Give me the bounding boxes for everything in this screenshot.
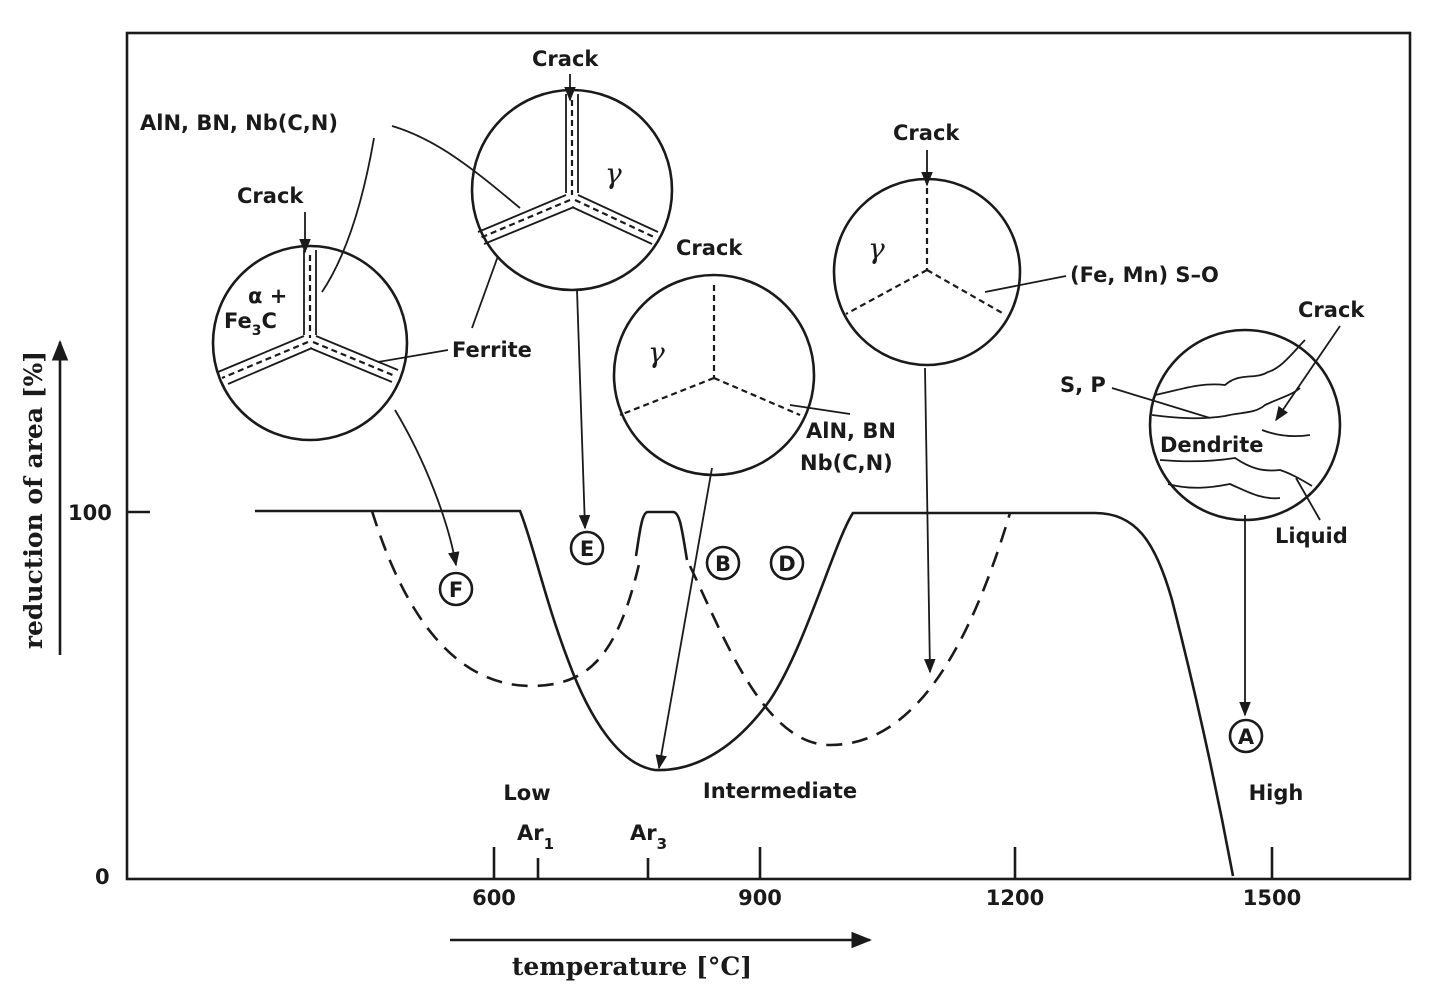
svg-text:γ: γ	[868, 232, 885, 265]
sp-leader	[1111, 387, 1211, 419]
axis-ticks	[127, 510, 1274, 879]
svg-text:Dendrite: Dendrite	[1160, 433, 1264, 457]
zone-b: B	[715, 552, 731, 576]
precipitates-leader-2	[321, 137, 375, 293]
sulfide-label: (Fe, Mn) S–O	[1070, 263, 1219, 287]
x-tick-1200: 1200	[986, 886, 1044, 910]
ferrite-leader-2	[471, 255, 499, 329]
crack-label-3: Crack	[676, 236, 743, 260]
region-low: Low	[503, 781, 550, 805]
sulfide-leader	[984, 275, 1067, 293]
zone-markers: A B D E F	[438, 530, 1264, 754]
sp-label: S, P	[1060, 373, 1106, 397]
zone-d: D	[778, 552, 795, 576]
dashed-trough-d	[688, 512, 1012, 747]
arrow-to-zone-e	[576, 289, 591, 530]
ar3-mark: Ar3	[630, 821, 667, 853]
region-high: High	[1249, 781, 1304, 805]
region-intermediate: Intermediate	[703, 779, 857, 803]
precipitates-leader-3	[789, 404, 851, 415]
zone-e: E	[580, 537, 594, 561]
liquid-leader	[1295, 477, 1321, 521]
microstructure-ferrite-pearlite: α + Fe3C	[211, 244, 409, 442]
precipitates-label-mid-1: AlN, BN	[806, 419, 896, 443]
y-tick-0: 0	[95, 865, 110, 889]
precipitates-label-mid-2: Nb(C,N)	[800, 451, 893, 475]
zone-f: F	[449, 578, 463, 602]
svg-text:γ: γ	[605, 157, 622, 190]
x-tick-900: 900	[738, 886, 782, 910]
microstructure-austenite-precipitates: γ	[612, 273, 816, 477]
svg-text:Fe3C: Fe3C	[224, 309, 277, 339]
svg-text:α +: α +	[248, 284, 287, 308]
ferrite-label: Ferrite	[452, 338, 532, 362]
crack-label-4: Crack	[893, 121, 960, 145]
microstructure-sulfide: γ	[832, 177, 1022, 367]
plot-frame	[125, 31, 1412, 881]
zone-a: A	[1238, 725, 1255, 749]
precipitates-leader-1	[391, 125, 521, 209]
solid-ductility-curve-low	[255, 509, 1235, 877]
solid-curve-peak	[634, 510, 689, 561]
arrow-to-zone-f	[394, 409, 460, 567]
microstructure-film-ferrite: γ	[470, 88, 674, 292]
microstructure-dendrite: Dendrite	[1148, 328, 1342, 522]
precipitates-label-top: AlN, BN, Nb(C,N)	[140, 111, 338, 135]
crack-leader-5	[1275, 325, 1341, 422]
y-axis-label: reduction of area [%]	[19, 351, 48, 649]
liquid-label: Liquid	[1275, 524, 1348, 548]
ferrite-leader-1	[377, 349, 449, 363]
y-tick-100: 100	[68, 501, 112, 525]
arrow-to-trough-d	[924, 367, 936, 674]
x-tick-600: 600	[472, 886, 516, 910]
ar1-mark: Ar1	[517, 821, 554, 853]
svg-text:γ: γ	[648, 336, 665, 369]
crack-label-2: Crack	[532, 47, 599, 71]
x-tick-1500: 1500	[1243, 886, 1301, 910]
x-axis-label: temperature [°C]	[512, 952, 752, 981]
crack-label-5: Crack	[1298, 298, 1365, 322]
arrow-to-trough-b	[655, 467, 713, 770]
crack-label-1: Crack	[237, 184, 304, 208]
